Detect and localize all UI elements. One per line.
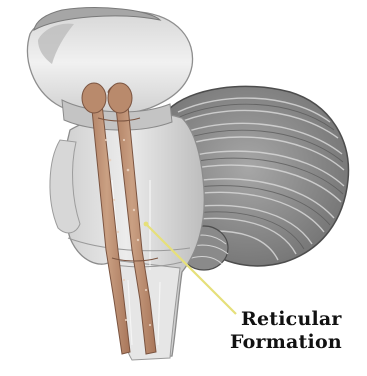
label-reticular: Reticular — [241, 309, 342, 329]
label-formation: Formation — [230, 332, 342, 352]
